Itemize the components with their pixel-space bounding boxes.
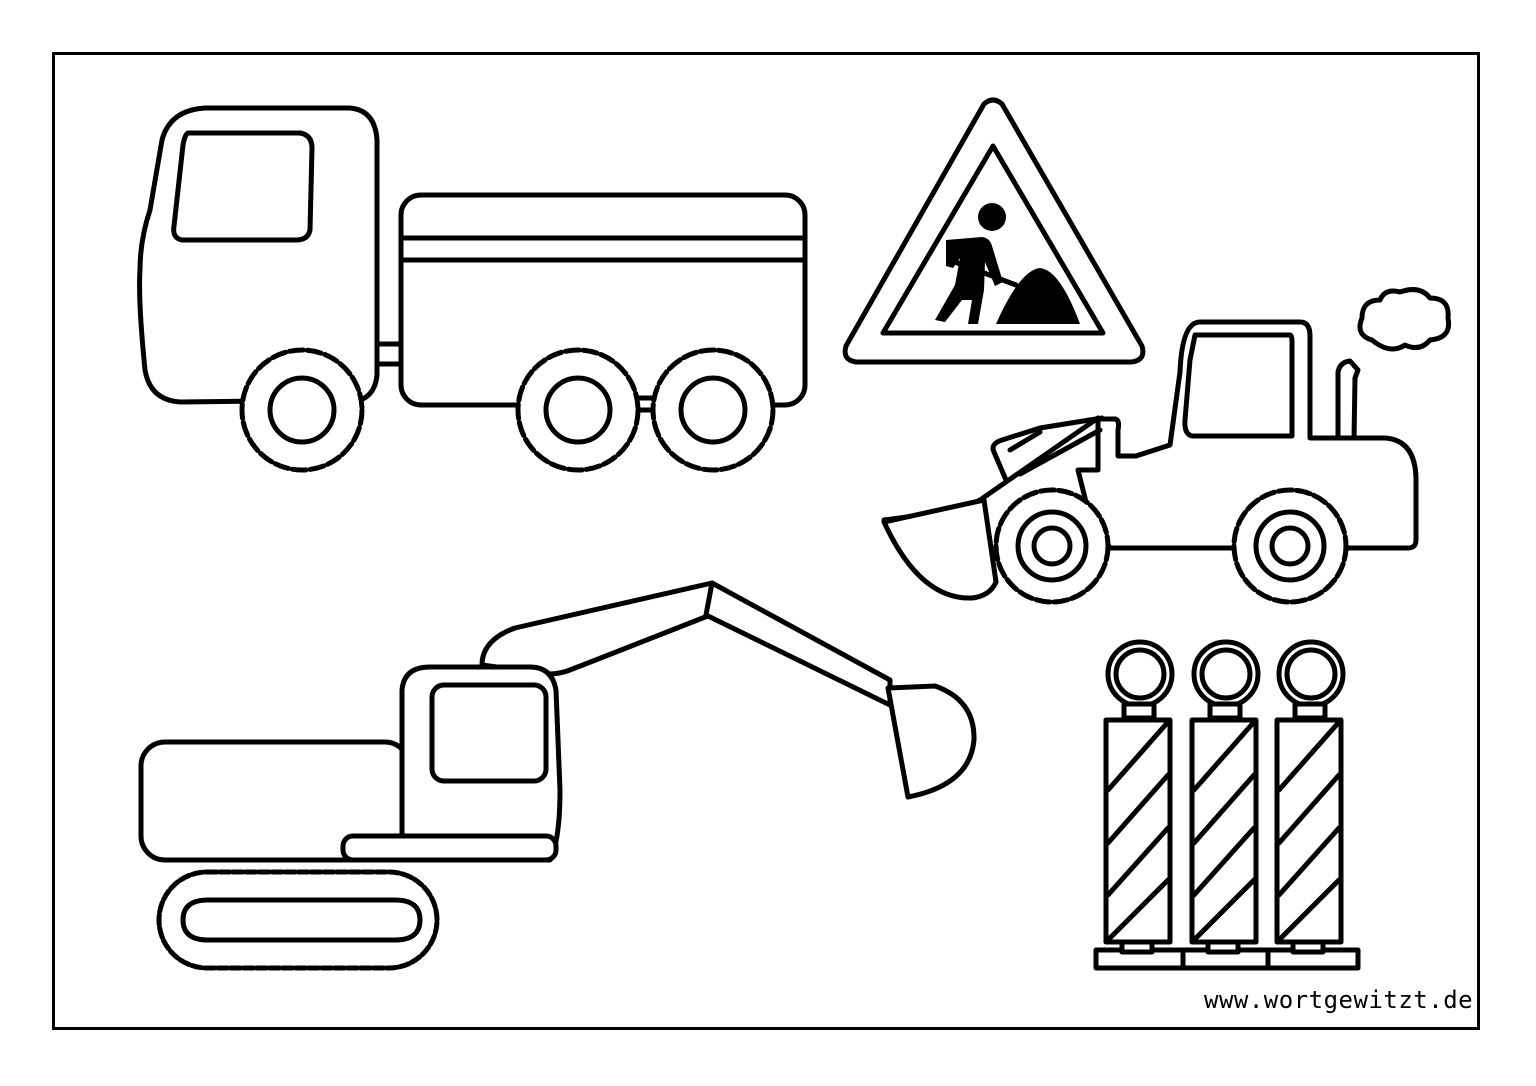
truck-wheel-rear-2 — [650, 347, 776, 473]
warning-beacons — [1093, 639, 1361, 971]
excavator-step — [340, 833, 559, 863]
truck-window — [171, 130, 315, 243]
loader-wheel-rear — [1231, 487, 1349, 605]
truck-coupler — [374, 341, 404, 367]
excavator-track-inner — [180, 897, 423, 943]
excavator-illustration — [138, 580, 977, 971]
loader-window — [1182, 332, 1295, 439]
truck-illustration — [137, 105, 808, 473]
dirt-pile — [996, 268, 1080, 324]
truck-wheel-rear-1 — [515, 347, 641, 473]
excavator-track — [156, 869, 440, 971]
loader-bucket — [881, 497, 999, 601]
worker-shovel — [952, 259, 1019, 288]
excavator-stick — [703, 580, 893, 708]
loader-wheel-front — [993, 487, 1111, 605]
truck-wheel-front — [239, 347, 365, 473]
worker-head — [978, 203, 1006, 231]
website-credit: www.wortgewitzt.de — [1204, 986, 1474, 1014]
beacon-3 — [1274, 639, 1346, 955]
wheel-loader-illustration — [881, 287, 1452, 605]
worker-body — [935, 237, 1003, 324]
smoke-cloud — [1357, 287, 1452, 352]
beacon-1 — [1103, 639, 1175, 955]
roadworks-sign — [842, 97, 1146, 365]
page-frame — [52, 52, 1480, 1030]
beacon-2 — [1189, 639, 1261, 955]
excavator-boom — [479, 580, 721, 677]
exhaust-pipe — [1335, 358, 1361, 443]
excavator-window — [429, 682, 549, 784]
excavator-bucket — [885, 683, 977, 800]
